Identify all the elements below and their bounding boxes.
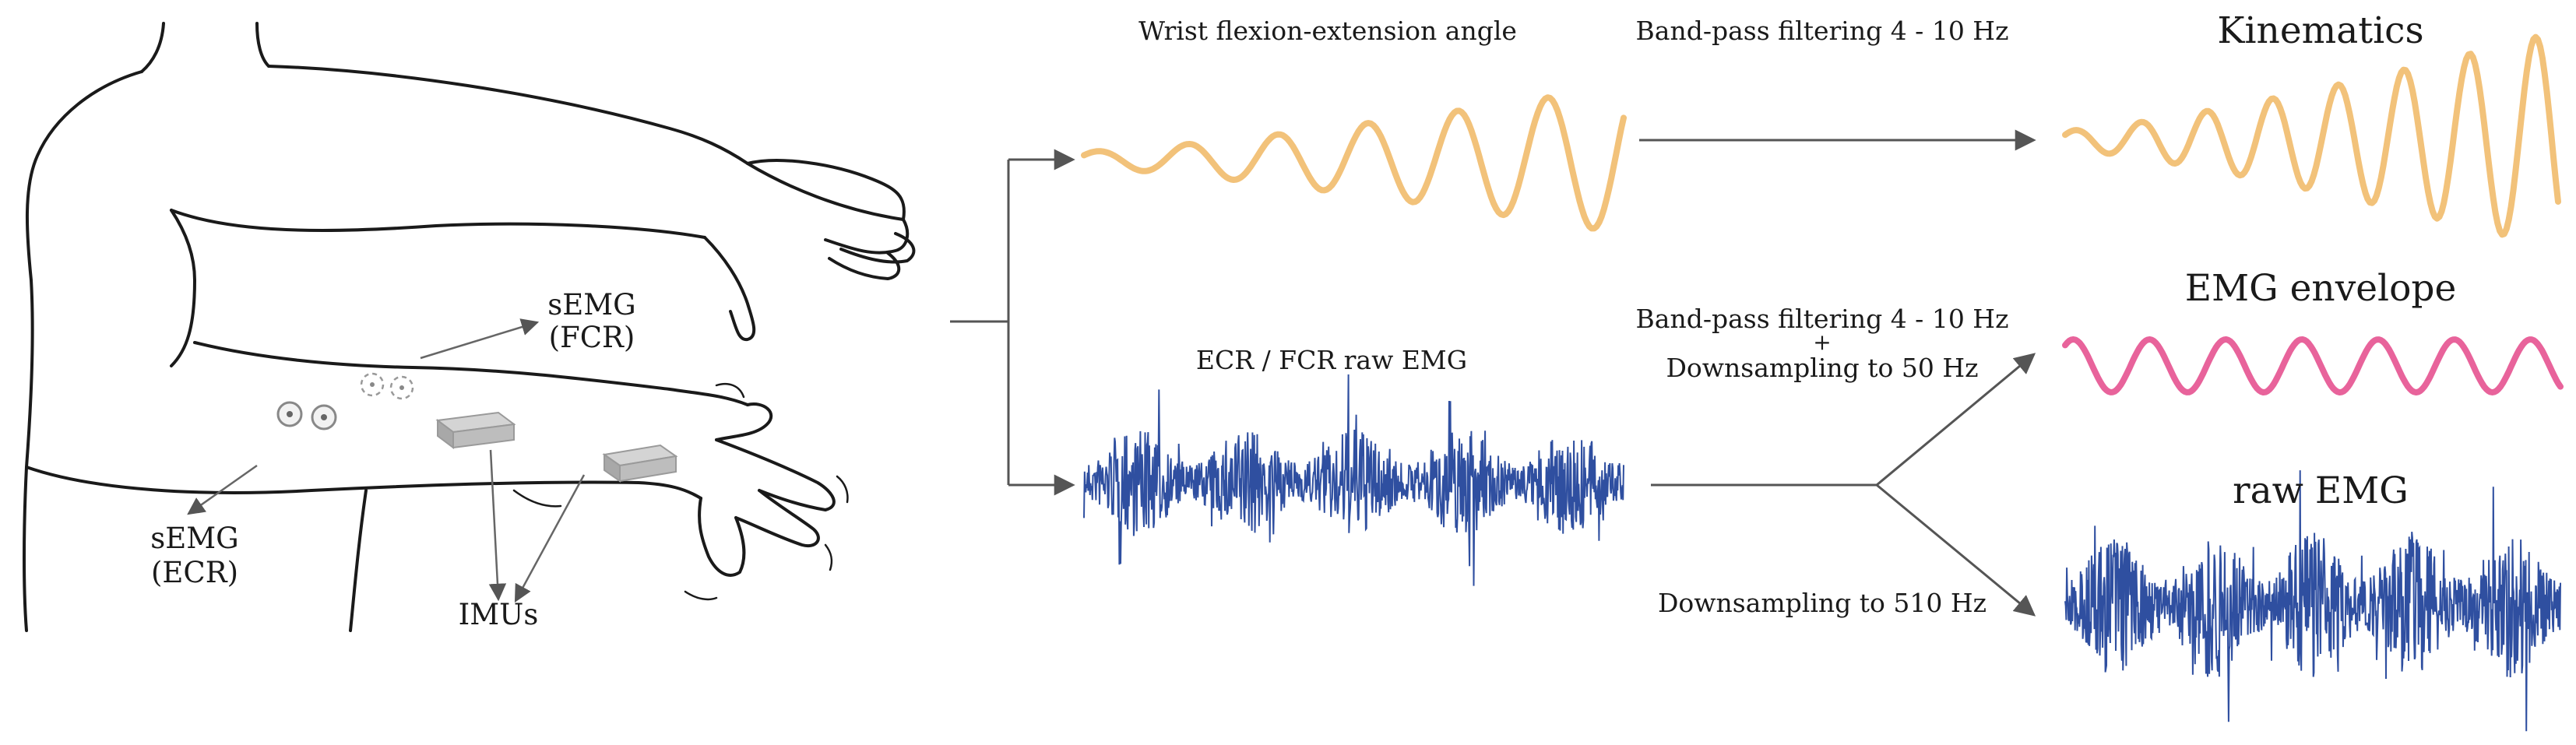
- filter-mid-label-1: Band-pass filtering 4 - 10 Hz: [1635, 304, 2009, 334]
- kinematics-title: Kinematics: [2217, 9, 2424, 52]
- wrist-angle-label: Wrist flexion-extension angle: [1138, 16, 1517, 46]
- fcr-electrodes: [360, 372, 414, 400]
- lower-hand: [698, 402, 836, 577]
- imu-forearm: [435, 411, 516, 449]
- raised-hand: [703, 159, 916, 342]
- raw-emg-title: raw EMG: [2233, 469, 2409, 512]
- semg-fcr-label-1: sEMG: [547, 288, 636, 322]
- shoulder-outline: [23, 70, 143, 632]
- imus-label: IMUs: [458, 598, 539, 631]
- kinematics-trace: [2062, 33, 2561, 238]
- raw-emg-input-label: ECR / FCR raw EMG: [1195, 345, 1468, 375]
- raised-arm-top: [267, 65, 905, 221]
- emg-envelope-trace: [2062, 336, 2564, 395]
- lower-arm-bottom: [25, 466, 702, 500]
- raw-emg-input-trace: [1083, 374, 1624, 586]
- electrode-icon: [360, 372, 385, 397]
- annotation-pointers: [187, 318, 586, 603]
- motion-mark-4: [684, 590, 718, 601]
- torso-line: [170, 209, 196, 367]
- filter-mid-label-2: Downsampling to 50 Hz: [1666, 353, 1979, 383]
- torso-lower: [349, 489, 368, 632]
- filter-mid-plus: +: [1813, 329, 1832, 355]
- imu-hand: [602, 444, 678, 483]
- electrode-icon: [389, 375, 414, 400]
- raised-arm-bottom: [170, 209, 706, 239]
- raw-emg-output-trace: [2064, 470, 2561, 732]
- flow-arrows: [950, 129, 2036, 617]
- lower-arm-top: [193, 341, 749, 406]
- motion-mark-2: [836, 475, 849, 504]
- ecr-electrodes: [276, 401, 337, 430]
- filter-top-label: Band-pass filtering 4 - 10 Hz: [1635, 16, 2009, 46]
- neck-outline: [140, 22, 165, 73]
- arm-illustration: [23, 22, 916, 632]
- motion-mark-1: [715, 382, 745, 399]
- wrist-angle-trace: [1081, 94, 1627, 232]
- semg-ecr-label-1: sEMG: [150, 522, 239, 555]
- semg-ecr-label-2: (ECR): [150, 556, 239, 589]
- emg-envelope-title: EMG envelope: [2184, 267, 2457, 310]
- semg-fcr-label-2: (FCR): [548, 321, 635, 354]
- motion-mark-3: [824, 543, 833, 571]
- downsample-label: Downsampling to 510 Hz: [1657, 588, 1987, 618]
- motion-mark-5: [512, 489, 562, 508]
- neck-right-outline: [255, 22, 270, 68]
